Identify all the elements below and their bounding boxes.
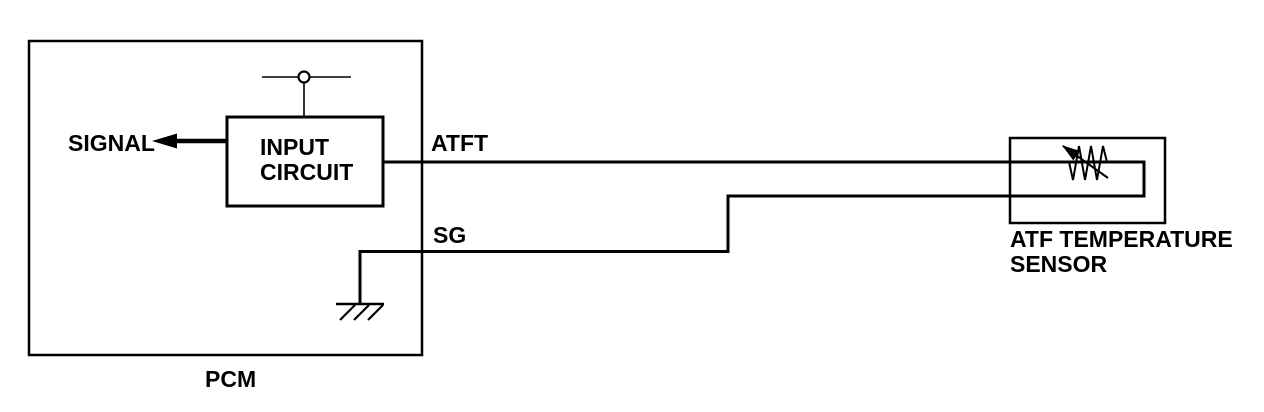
pcm-box	[27, 39, 424, 357]
pcm-label: PCM	[205, 366, 256, 392]
sensor-label-line2: SENSOR	[1010, 251, 1108, 277]
ground-icon	[336, 302, 384, 321]
atft-sg-wire-loop	[358, 160, 1146, 304]
pcm-module: PCM INPUT CIRCUIT SIGNAL	[27, 39, 424, 392]
sg-pin-label: SG	[433, 222, 466, 248]
sensor-label-line1: ATF TEMPERATURE	[1010, 226, 1233, 252]
harness-wiring: ATFT SG	[358, 130, 1146, 304]
signal-arrow	[152, 133, 227, 149]
atft-pin-label: ATFT	[431, 130, 488, 156]
input-circuit-label-line1: INPUT	[260, 134, 329, 160]
thermistor-icon	[1062, 145, 1109, 181]
reference-terminal-icon	[262, 70, 351, 117]
atf-temperature-sensor: ATF TEMPERATURE SENSOR	[1008, 136, 1233, 277]
input-circuit-label-line2: CIRCUIT	[260, 159, 353, 185]
signal-label: SIGNAL	[68, 130, 155, 156]
sensor-box	[1008, 136, 1167, 225]
